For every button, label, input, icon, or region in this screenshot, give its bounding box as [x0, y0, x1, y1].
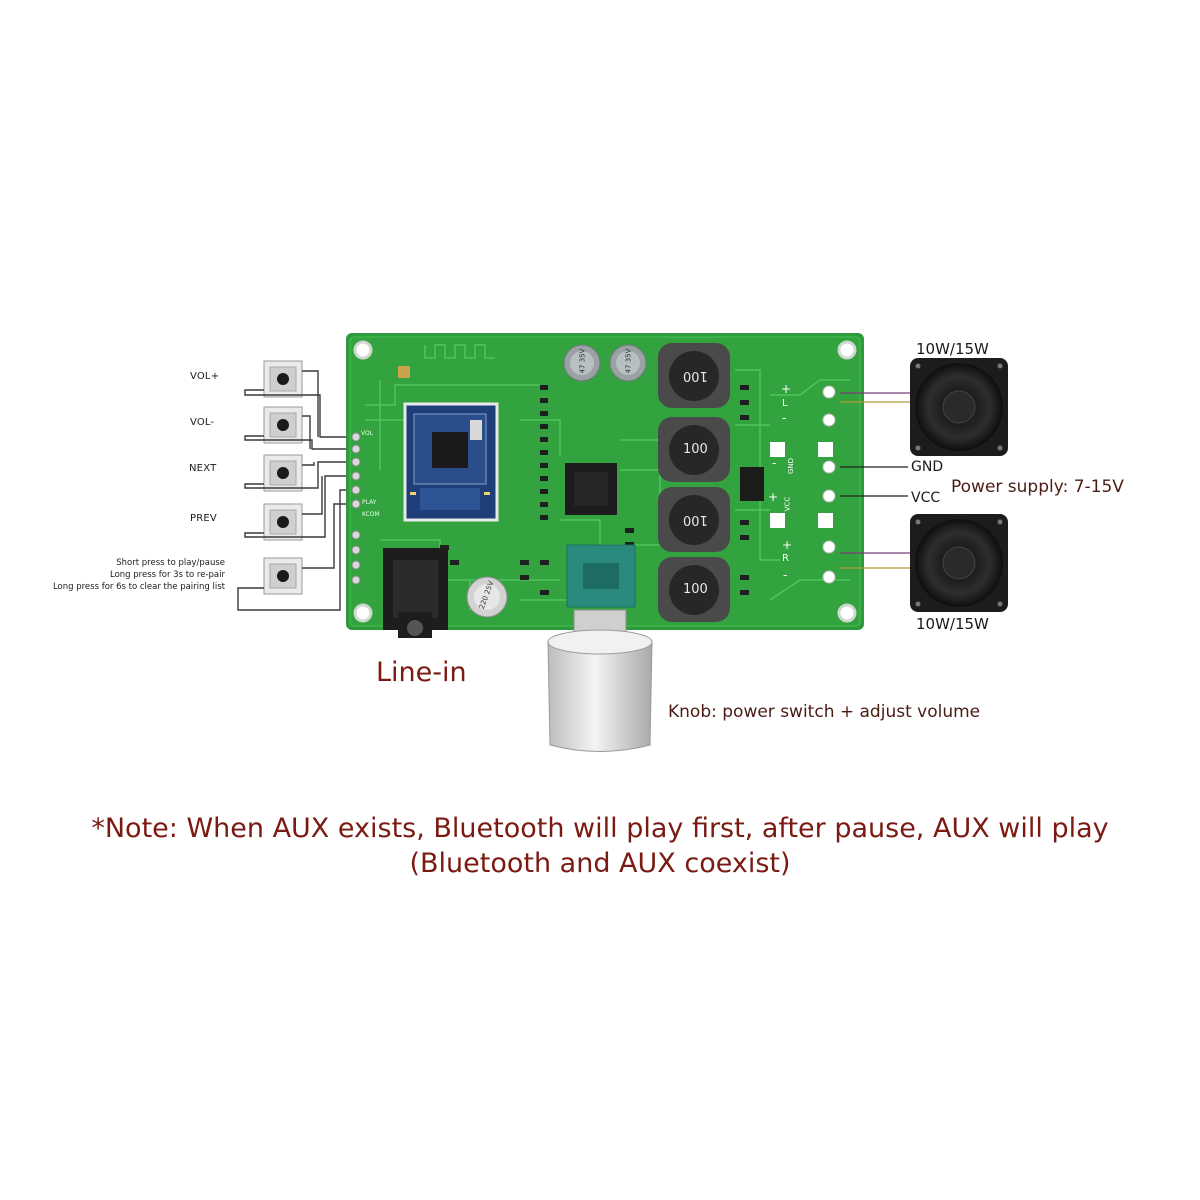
terminal-mark-l: L	[782, 398, 788, 409]
speaker-bottom-label: 10W/15W	[916, 615, 989, 633]
gnd-label: GND	[911, 459, 944, 475]
button-label-next: NEXT	[189, 463, 217, 474]
speaker-wires	[840, 392, 915, 569]
button-label-prev: PREV	[190, 513, 217, 524]
speaker-top-label: 10W/15W	[916, 340, 989, 358]
inductor-label-1: 100	[683, 368, 708, 383]
pin-label-kcom: KCOM	[362, 511, 380, 518]
button-vol-minus-icon	[263, 406, 303, 444]
button-wires	[237, 370, 352, 611]
speaker-top-icon	[910, 358, 1008, 456]
capacitor-label-2: 47 35V	[624, 348, 633, 374]
terminal-mark-r-plus: +	[782, 538, 793, 552]
terminal-mark-l-plus: +	[781, 382, 792, 396]
button-label-vol-plus: VOL+	[190, 371, 220, 382]
button-label-vol-minus: VOL-	[190, 417, 215, 428]
button-prev-icon	[263, 503, 303, 541]
pcb-board	[346, 333, 864, 638]
play-note-3: Long press for 6s to clear the pairing l…	[52, 582, 225, 592]
volume-knob-icon	[547, 609, 653, 752]
button-vol-plus-icon	[263, 360, 303, 398]
button-play-icon	[263, 557, 303, 595]
note-line-1: *Note: When AUX exists, Bluetooth will p…	[91, 813, 1109, 844]
terminal-mark-l-minus: -	[782, 411, 787, 425]
terminal-mark-r-minus: -	[783, 568, 788, 582]
play-note-1: Short press to play/pause	[116, 558, 225, 568]
knob-label: Knob: power switch + adjust volume	[668, 702, 981, 722]
capacitor-label-1: 47 35V	[578, 348, 587, 374]
terminal-mark-r: R	[782, 553, 789, 564]
inductor-label-2: 100	[683, 442, 708, 457]
terminal-mark-gnd-minus: -	[772, 456, 777, 470]
power-supply-label: Power supply: 7-15V	[951, 477, 1124, 497]
speaker-bottom-icon	[910, 514, 1008, 612]
capacitor-icon	[466, 344, 647, 618]
button-next-icon	[263, 454, 303, 492]
play-note-2: Long press for 3s to re-pair	[110, 570, 225, 580]
terminal-mark-gnd: GND	[787, 457, 796, 475]
pin-label-play: PLAY	[362, 499, 377, 506]
pin-label-vol: VOL	[361, 430, 374, 437]
inductor-icon	[658, 343, 730, 622]
terminal-mark-vcc-plus: +	[768, 490, 779, 504]
terminal-mark-vcc: VCC	[783, 496, 792, 512]
inductor-label-3: 100	[683, 512, 708, 527]
line-in-label: Line-in	[376, 657, 467, 688]
note-line-2: (Bluetooth and AUX coexist)	[409, 848, 791, 879]
inductor-label-4: 100	[683, 582, 708, 597]
vcc-label: VCC	[911, 490, 941, 506]
